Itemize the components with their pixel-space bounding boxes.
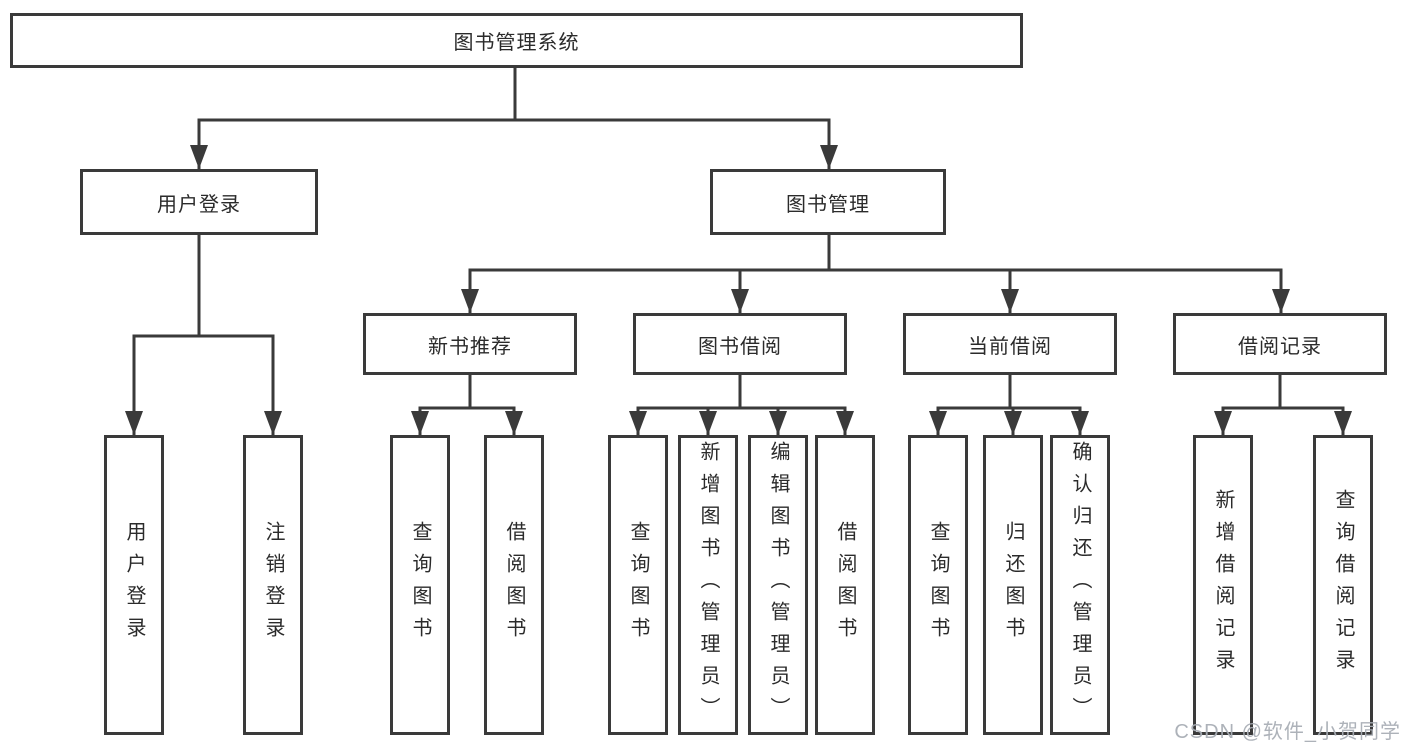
node-new-book-recommend-label: 新书推荐 (428, 335, 512, 358)
leaf-br-query-record: 查询借阅记录 (1313, 435, 1373, 735)
leaf-cb-query-book: 查询图书 (908, 435, 968, 735)
connectors-new-book-recommend (411, 375, 523, 435)
leaf-user-login: 用户登录 (104, 435, 164, 735)
leaf-br-add-record: 新增借阅记录 (1193, 435, 1253, 735)
leaf-cb-return-book: 归还图书 (983, 435, 1043, 735)
node-book-borrowing: 图书借阅 (633, 313, 847, 375)
connectors-borrow-records (1214, 375, 1352, 435)
leaf-bb-edit-book-admin-label: 编辑图书（管理员） (767, 441, 789, 729)
leaf-bb-query-book: 查询图书 (608, 435, 668, 735)
node-new-book-recommend: 新书推荐 (363, 313, 577, 375)
node-current-borrowing-label: 当前借阅 (968, 335, 1052, 358)
node-user-login-label: 用户登录 (157, 193, 241, 216)
connectors-user-login-branch (125, 235, 282, 435)
leaf-rec-borrow-book: 借阅图书 (484, 435, 544, 735)
leaf-br-query-record-label: 查询借阅记录 (1332, 489, 1354, 681)
connectors-current-borrowing (929, 375, 1089, 435)
node-current-borrowing: 当前借阅 (903, 313, 1117, 375)
leaf-bb-add-book-admin-label: 新增图书（管理员） (697, 441, 719, 729)
leaf-rec-borrow-book-label: 借阅图书 (503, 521, 525, 649)
node-user-login: 用户登录 (80, 169, 318, 235)
node-borrow-records: 借阅记录 (1173, 313, 1387, 375)
node-library-system: 图书管理系统 (10, 13, 1023, 68)
leaf-user-login-label: 用户登录 (123, 521, 145, 649)
leaf-bb-query-book-label: 查询图书 (627, 521, 649, 649)
leaf-bb-edit-book-admin: 编辑图书（管理员） (748, 435, 808, 735)
leaf-bb-borrow-book: 借阅图书 (815, 435, 875, 735)
leaf-cb-confirm-return-admin: 确认归还（管理员） (1050, 435, 1110, 735)
node-book-management: 图书管理 (710, 169, 946, 235)
leaf-cb-query-book-label: 查询图书 (927, 521, 949, 649)
leaf-cb-return-book-label: 归还图书 (1002, 521, 1024, 649)
connectors-book-management-to-level3 (461, 235, 1290, 313)
leaf-bb-add-book-admin: 新增图书（管理员） (678, 435, 738, 735)
csdn-watermark: CSDN @软件_小贺同学 (1174, 721, 1401, 743)
node-library-system-label: 图书管理系统 (453, 32, 580, 54)
connectors-book-borrowing (629, 375, 854, 435)
node-book-borrowing-label: 图书借阅 (698, 335, 782, 358)
leaf-rec-query-book: 查询图书 (390, 435, 450, 735)
node-borrow-records-label: 借阅记录 (1238, 335, 1322, 358)
leaf-logout: 注销登录 (243, 435, 303, 735)
leaf-br-add-record-label: 新增借阅记录 (1212, 489, 1234, 681)
leaf-cb-confirm-return-admin-label: 确认归还（管理员） (1069, 441, 1091, 729)
node-book-management-label: 图书管理 (786, 193, 870, 216)
connectors-root-to-level2 (190, 68, 838, 169)
leaf-bb-borrow-book-label: 借阅图书 (834, 521, 856, 649)
leaf-logout-label: 注销登录 (262, 521, 284, 649)
leaf-rec-query-book-label: 查询图书 (409, 521, 431, 649)
